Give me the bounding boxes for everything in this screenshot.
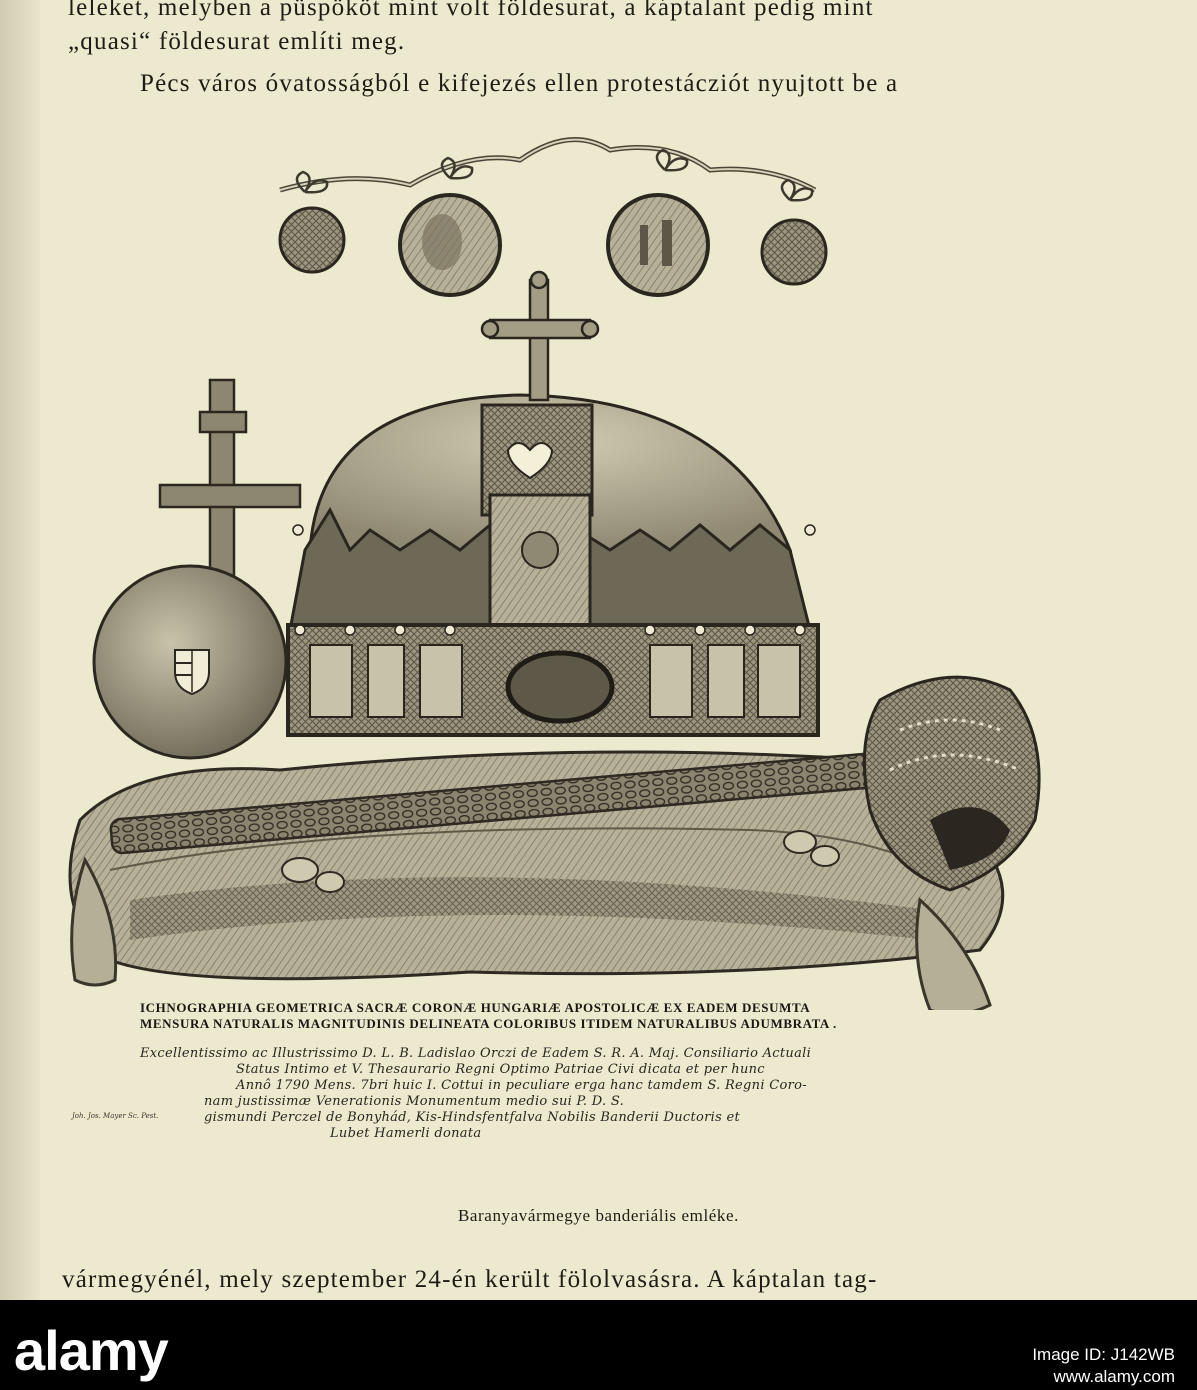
medal-ribbon [278, 137, 828, 297]
body-text-last-line: vármegyénél, mely szeptember 24-én kerül… [62, 1266, 878, 1293]
dedication-line-6: Lubet Hamerli donata [330, 1126, 482, 1141]
dedication-line-1: Excellentissimo ac Illustrissimo D. L. B… [140, 1046, 812, 1061]
tassel-icon [70, 856, 992, 1010]
pearl-icon [292, 524, 816, 636]
heart-jewel-icon [506, 442, 554, 480]
medal-icon [278, 206, 346, 274]
dedication-line-2: Status Intimo et V. Thesaurario Regni Op… [236, 1062, 765, 1077]
crown-cross-icon [480, 270, 600, 402]
medal-scene-icon [606, 193, 710, 297]
alamy-logo: alamy [14, 1319, 169, 1382]
page-gutter-shadow [0, 0, 40, 1300]
body-text-line-3: Pécs város óvatosságból e kifejezés elle… [140, 70, 899, 97]
book-page: leleket, melyben a püspököt mint volt fö… [0, 0, 1041, 1300]
figure-caption: Baranyavármegye banderiális emléke. [457, 1206, 740, 1225]
crown-case [862, 675, 1041, 892]
image-id-label: Image ID: J142WB [1032, 1345, 1175, 1364]
orb-with-double-cross [92, 378, 302, 760]
dedication-line-5: gismundi Perczel de Bonyhád, Kis-Hindsfe… [204, 1110, 740, 1125]
ribbon-bow-icon [295, 148, 814, 202]
stock-watermark-band [0, 1300, 1197, 1390]
cushion [68, 749, 1005, 1010]
body-text-line-2: „quasi“ földesurat említi meg. [68, 28, 406, 55]
tassel-knot-icon [281, 830, 840, 893]
crown-gem-icon [505, 650, 615, 724]
holy-crown [286, 270, 820, 737]
dedication-line-4: nam justissimæ Venerationis Monumentum m… [204, 1094, 625, 1109]
engraver-signature: Joh. Jos. Mayer Sc. Pest. [72, 1112, 159, 1120]
watermark-info: Image ID: J142WB www.alamy.com [1032, 1344, 1175, 1388]
medal-small-icon [760, 218, 828, 286]
engraving-title-line-2: MENSURA NATURALIS MAGNITUDINIS DELINEATA… [140, 1016, 837, 1031]
site-url: www.alamy.com [1053, 1367, 1175, 1386]
engraving-title-line-1: ICHNOGRAPHIA GEOMETRICA SACRÆ CORONÆ HUN… [140, 1000, 811, 1015]
body-text-line-1: leleket, melyben a püspököt mint volt fö… [68, 0, 874, 21]
crown-engraving [68, 137, 1041, 1010]
dedication-line-3: Annô 1790 Mens. 7bri huic I. Cottui in p… [236, 1078, 807, 1093]
